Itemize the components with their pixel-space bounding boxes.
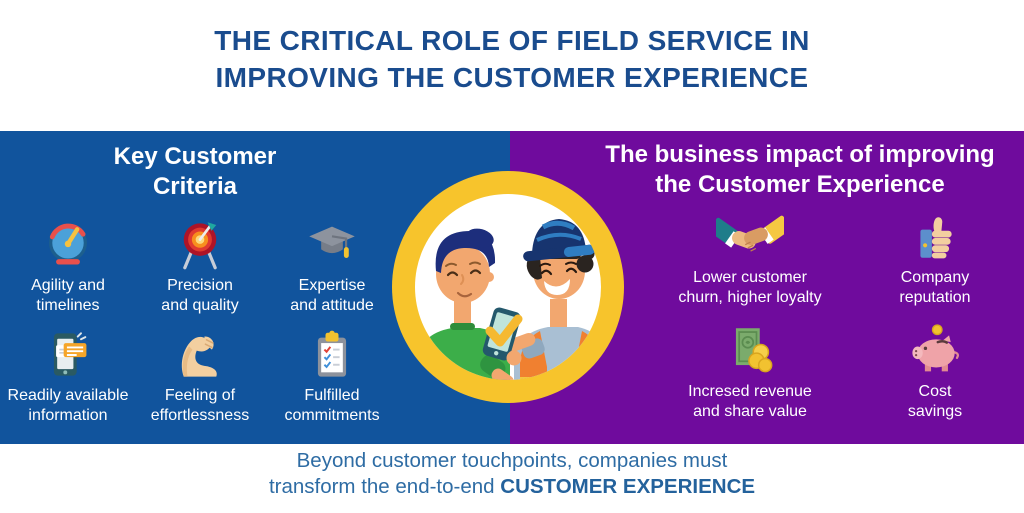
- criteria-item-label: Fulfilled commitments: [284, 387, 380, 424]
- target-dart-icon: [174, 215, 226, 271]
- customer-technician-illustration-icon: [392, 171, 624, 403]
- piggy-bank-icon: [908, 321, 962, 377]
- criteria-item-precision: Precision and quality: [134, 215, 266, 325]
- phone-message-icon: [42, 325, 94, 381]
- criteria-item-information: Readily available information: [2, 325, 134, 435]
- graduation-cap-icon: [306, 215, 358, 271]
- impact-item-savings: Cost savings: [855, 321, 1015, 435]
- page-title: THE CRITICAL ROLE OF FIELD SERVICE IN IM…: [214, 25, 810, 93]
- criteria-item-label: Precision and quality: [161, 277, 239, 314]
- criteria-item-effortlessness: Feeling of effortlessness: [134, 325, 266, 435]
- criteria-item-agility: Agility and timelines: [2, 215, 134, 325]
- right-panel-title: The business impact of improving the Cus…: [605, 141, 995, 198]
- impact-item-loyalty: Lower customer churn, higher loyalty: [645, 207, 855, 321]
- footer-message: Beyond customer touchpoints, companies m…: [0, 448, 1024, 500]
- impact-item-reputation: Company reputation: [855, 207, 1015, 321]
- criteria-item-label: Feeling of effortlessness: [150, 387, 250, 424]
- footer-line2-emphasis: CUSTOMER EXPERIENCE: [500, 475, 756, 498]
- handshake-icon: [716, 207, 784, 263]
- criteria-item-expertise: Expertise and attitude: [266, 215, 398, 325]
- criteria-item-label: Agility and timelines: [31, 277, 105, 314]
- thumbs-up-icon: [910, 207, 960, 263]
- impact-item-label: Company reputation: [899, 269, 971, 306]
- impact-item-label: Lower customer churn, higher loyalty: [678, 269, 822, 306]
- impact-item-label: Incresed revenue and share value: [688, 383, 812, 420]
- criteria-item-label: Expertise and attitude: [290, 277, 374, 314]
- left-panel-title: Key Customer Criteria: [113, 143, 277, 200]
- criteria-grid: Agility and timelines Precision a: [2, 215, 398, 435]
- impact-grid: Lower customer churn, higher loyalty Com…: [645, 207, 1015, 435]
- impact-item-revenue: Incresed revenue and share value: [645, 321, 855, 435]
- money-coins-icon: [724, 321, 776, 377]
- footer-line2: transform the end-to-end: [268, 475, 495, 498]
- criteria-item-commitments: Fulfilled commitments: [266, 325, 398, 435]
- clipboard-checklist-icon: [306, 325, 358, 381]
- footer-line1: Beyond customer touchpoints, companies m…: [296, 449, 728, 472]
- center-illustration: [392, 171, 624, 403]
- speedometer-icon: [42, 215, 94, 271]
- impact-item-label: Cost savings: [907, 383, 963, 420]
- right-panel: The business impact of improving the Cus…: [510, 131, 1024, 444]
- criteria-item-label: Readily available information: [7, 387, 129, 424]
- bicep-icon: [174, 325, 226, 381]
